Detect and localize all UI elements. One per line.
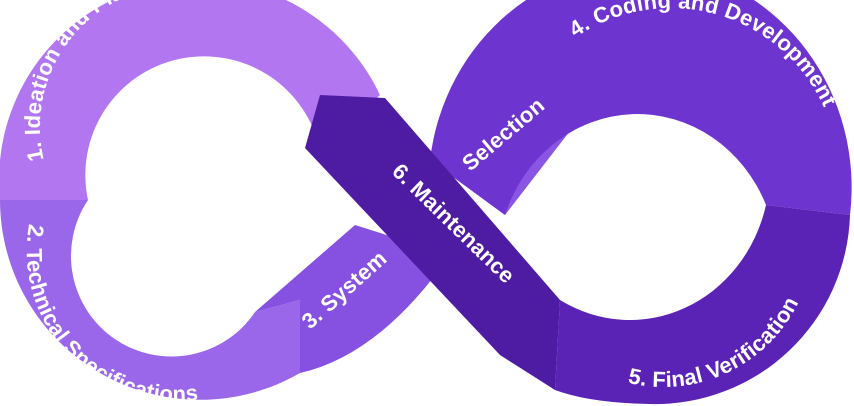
stage-6-band [305, 95, 560, 390]
stage-3-band [255, 225, 450, 373]
stage-4-band [430, 0, 852, 215]
stage-1-band [0, 0, 380, 200]
stage-5-band [555, 205, 850, 405]
stage-2-band [0, 200, 300, 400]
